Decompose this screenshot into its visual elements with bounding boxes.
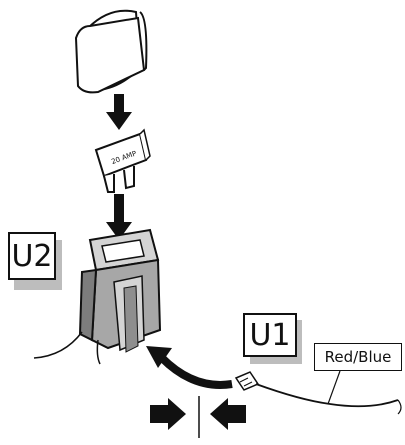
wire-label-leader: [327, 370, 341, 405]
wire-end: [397, 399, 402, 415]
u2-callout: U2: [8, 232, 56, 280]
curved-insert-arrowhead: [146, 346, 172, 368]
red-blue-wire: [255, 383, 399, 408]
u1-callout: U1: [243, 313, 297, 357]
fuse-cap: [74, 9, 148, 94]
fuse-holder: [78, 228, 162, 353]
inline-connector: [234, 371, 260, 391]
curved-insert-arrow: [159, 355, 233, 389]
left-pointing-arrow: [210, 398, 246, 430]
right-pointing-arrow: [150, 398, 186, 430]
holder-wire-left: [33, 331, 83, 359]
holder-wire-bottom: [96, 339, 101, 365]
blade-fuse: 20 AMP: [94, 128, 151, 193]
push-together-indicator: [150, 396, 246, 438]
down-arrow-top: [106, 94, 132, 130]
down-arrow-bottom: [106, 194, 132, 240]
wire-color-label: Red/Blue: [314, 343, 402, 371]
